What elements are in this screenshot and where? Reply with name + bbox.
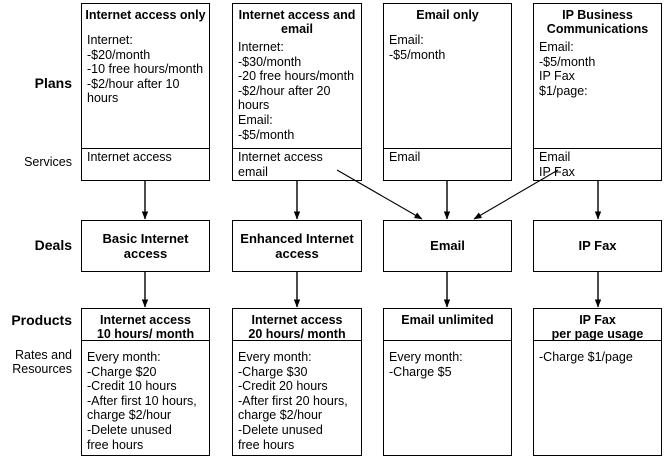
plan-title-col-2: Internet access and email (238, 8, 356, 36)
row-label-services: Services (24, 155, 72, 169)
product-title-col-2: Internet access 20 hours/ month (248, 313, 346, 341)
product-cell-col-4: IP Fax per page usage (534, 309, 661, 341)
services-cell-col-4: Email IP Fax (534, 147, 661, 180)
product-cell-col-3: Email unlimited (384, 309, 511, 341)
plan-title-col-1: Internet access only (85, 8, 206, 22)
product-cell-col-1: Internet access 10 hours/ month (82, 309, 209, 341)
plan-cell-col-2: Internet access and email Internet: -$30… (233, 4, 361, 149)
product-title-col-3: Email unlimited (401, 313, 494, 327)
plan-box-col-3[interactable]: Email only Email: -$5/month Email (383, 3, 512, 181)
deal-box-col-2[interactable]: Enhanced Internet access (232, 220, 362, 272)
services-text-col-1: Internet access (87, 150, 172, 164)
plan-details-col-2: Internet: -$30/month -20 free hours/mont… (238, 40, 355, 142)
plan-details-col-3: Email: -$5/month (389, 33, 446, 62)
services-text-col-4: Email IP Fax (539, 150, 575, 179)
deal-box-col-4[interactable]: IP Fax (533, 220, 662, 272)
plan-box-col-2[interactable]: Internet access and email Internet: -$30… (232, 3, 362, 181)
rates-text-col-2: Every month: -Charge $30 -Credit 20 hour… (238, 350, 348, 452)
row-label-deals: Deals (34, 237, 72, 253)
product-box-col-4[interactable]: IP Fax per page usage -Charge $1/page (533, 308, 662, 456)
rates-cell-col-2: Every month: -Charge $30 -Credit 20 hour… (233, 339, 361, 455)
product-cell-col-2: Internet access 20 hours/ month (233, 309, 361, 341)
deal-title-col-4: IP Fax (578, 238, 617, 254)
plan-title-col-3: Email only (416, 8, 479, 22)
row-label-products: Products (11, 312, 72, 328)
rates-text-col-1: Every month: -Charge $20 -Credit 10 hour… (87, 350, 197, 452)
rates-text-col-4: -Charge $1/page (539, 350, 633, 364)
services-cell-col-3: Email (384, 147, 511, 180)
plan-details-col-4: Email: -$5/month IP Fax $1/page: (539, 40, 596, 98)
deal-title-col-3: Email (430, 238, 465, 254)
rates-text-col-3: Every month: -Charge $5 (389, 350, 463, 379)
product-box-col-2[interactable]: Internet access 20 hours/ month Every mo… (232, 308, 362, 456)
plan-cell-col-3: Email only Email: -$5/month (384, 4, 511, 149)
product-title-col-4: IP Fax per page usage (551, 313, 644, 341)
deal-box-col-3[interactable]: Email (383, 220, 512, 272)
deal-title-col-2: Enhanced Internet access (240, 230, 354, 262)
product-box-col-3[interactable]: Email unlimited Every month: -Charge $5 (383, 308, 512, 456)
product-box-col-1[interactable]: Internet access 10 hours/ month Every mo… (81, 308, 210, 456)
plan-box-col-4[interactable]: IP Business Communications Email: -$5/mo… (533, 3, 662, 181)
rates-cell-col-3: Every month: -Charge $5 (384, 339, 511, 455)
deal-box-col-1[interactable]: Basic Internet access (81, 220, 210, 272)
plan-cell-col-4: IP Business Communications Email: -$5/mo… (534, 4, 661, 149)
plan-title-col-4: IP Business Communications (546, 8, 649, 36)
services-text-col-3: Email (389, 150, 421, 164)
plan-cell-col-1: Internet access only Internet: -$20/mont… (82, 4, 209, 149)
rates-cell-col-1: Every month: -Charge $20 -Credit 10 hour… (82, 339, 209, 455)
services-text-col-2: Internet access email (238, 150, 323, 179)
services-cell-col-2: Internet access email (233, 147, 361, 180)
deal-title-col-1: Basic Internet access (102, 230, 189, 262)
plan-box-col-1[interactable]: Internet access only Internet: -$20/mont… (81, 3, 210, 181)
plan-details-col-1: Internet: -$20/month -10 free hours/mont… (87, 33, 204, 106)
services-cell-col-1: Internet access (82, 147, 209, 180)
rates-cell-col-4: -Charge $1/page (534, 339, 661, 455)
row-label-rates-and-resources: Rates and Resources (12, 348, 72, 376)
row-label-plans: Plans (34, 75, 72, 91)
product-title-col-1: Internet access 10 hours/ month (96, 313, 195, 341)
